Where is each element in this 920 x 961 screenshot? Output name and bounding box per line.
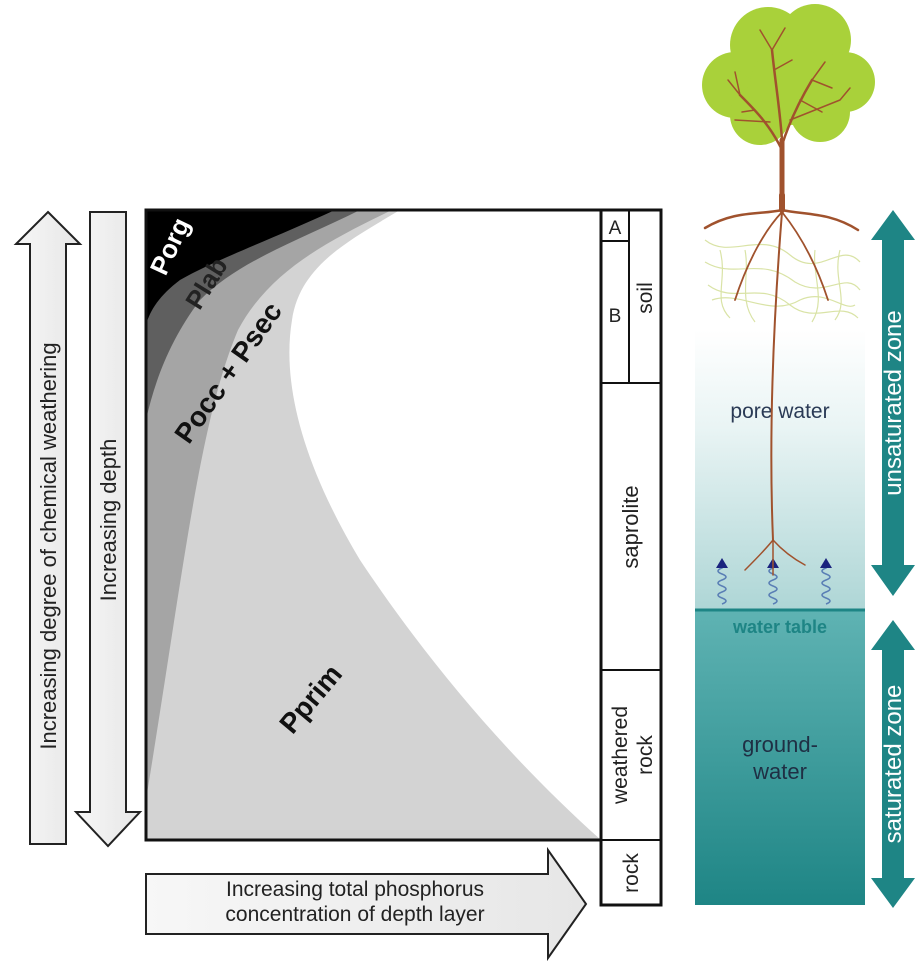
phosphorus-arrow: Increasing total phosphorus concentratio…: [145, 846, 588, 961]
tree-icon: [702, 4, 875, 576]
groundwater-label-line2: water: [752, 759, 807, 784]
saturated-zone-label: saturated zone: [880, 685, 907, 844]
weathering-profile: A B soil saprolite weathered rock rock: [599, 208, 663, 907]
soil-label: soil: [634, 282, 657, 314]
rock-label: rock: [620, 853, 643, 893]
depth-label: Increasing depth: [96, 439, 121, 602]
phosphorus-label-line1: Increasing total phosphorus: [226, 878, 484, 901]
phosphorus-pools-plot: Porg Plab Pocc + Psec Pprim: [144, 208, 603, 842]
pore-water-label: pore water: [730, 400, 829, 423]
pprim-region: [146, 210, 601, 840]
groundwater-label-line1: ground-: [742, 732, 818, 757]
horizon-b-label: B: [609, 306, 622, 327]
horizon-a-label: A: [609, 218, 622, 239]
depth-arrow: Increasing depth: [73, 211, 143, 848]
phosphorus-label-line2: concentration of depth layer: [225, 903, 484, 926]
porg-region: [146, 210, 335, 325]
groundwater-region: [695, 610, 865, 905]
saturated-zone-arrow: saturated zone: [871, 620, 915, 908]
saprolite-label: saprolite: [618, 485, 643, 568]
unsaturated-zone-arrow: unsaturated zone: [871, 210, 915, 596]
weathered-rock-label-line1: weathered: [609, 706, 632, 805]
chemical-weathering-label: Increasing degree of chemical weathering: [36, 342, 61, 749]
weathered-rock-label-line2: rock: [634, 735, 657, 775]
unsaturated-zone-label: unsaturated zone: [880, 310, 907, 495]
pocc-psec-region: [146, 210, 392, 800]
water-table-label: water table: [732, 617, 827, 637]
chemical-weathering-arrow: Increasing degree of chemical weathering: [13, 210, 83, 845]
hydrology-column: pore water water table ground- water: [695, 330, 865, 905]
